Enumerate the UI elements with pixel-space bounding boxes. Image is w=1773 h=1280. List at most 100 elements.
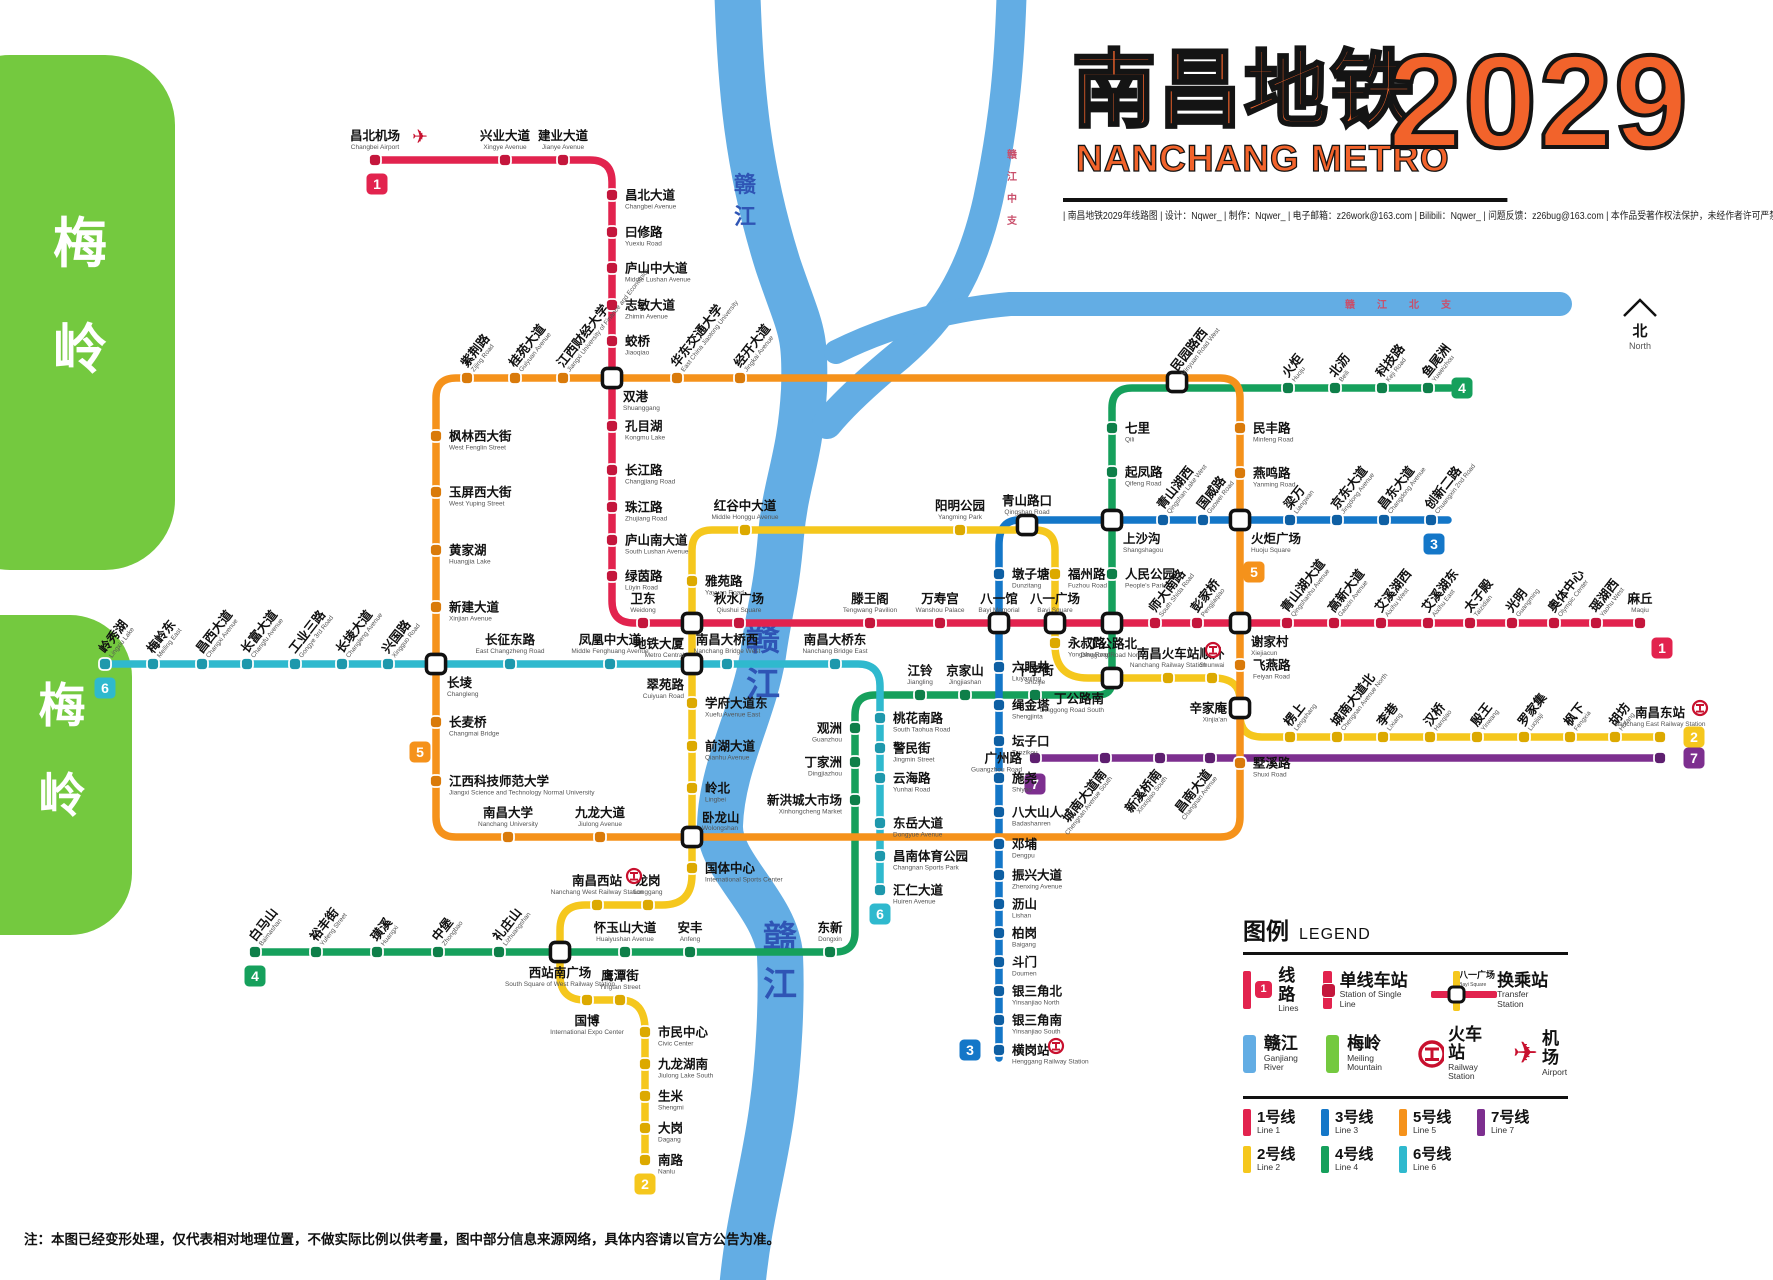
- svg-text:建业大道: 建业大道: [538, 128, 589, 143]
- station-marker: [992, 897, 1006, 911]
- svg-text:Huoju Square: Huoju Square: [1251, 547, 1291, 554]
- svg-text:绿茵路: 绿茵路: [625, 569, 663, 584]
- svg-text:North: North: [1629, 341, 1651, 351]
- transfer-station-marker: [1228, 508, 1252, 532]
- station-marker: [1205, 671, 1219, 685]
- station-marker: [1283, 730, 1297, 744]
- svg-text:South Square of West Railway S: South Square of West Railway Station: [505, 981, 615, 988]
- svg-text:南昌西站: 南昌西站: [572, 873, 623, 888]
- page-title-en: NANCHANG METRO: [1075, 138, 1450, 179]
- svg-text:南路: 南路: [658, 1153, 684, 1168]
- legend-item-railway: 火车站 Railway Station: [1416, 1025, 1499, 1082]
- svg-text:新建大道: 新建大道: [449, 600, 500, 615]
- svg-text:Yingtan Street: Yingtan Street: [600, 984, 641, 991]
- line-1-path: [371, 156, 1644, 627]
- legend-row-geo: 赣江 Ganjiang River 梅岭 Meiling Mountain 火车…: [1243, 1025, 1568, 1082]
- station-marker: [992, 926, 1006, 940]
- svg-text:黄家湖: 黄家湖: [449, 543, 487, 558]
- station-marker: [1423, 730, 1437, 744]
- svg-text:南昌火车站: 南昌火车站: [1137, 646, 1200, 661]
- svg-text:Jiangxi Science and Technology: Jiangxi Science and Technology Normal Un…: [449, 790, 595, 797]
- transfer-station-marker: [1100, 508, 1124, 532]
- svg-text:八大山人: 八大山人: [1011, 805, 1063, 820]
- svg-text:Yanming Road: Yanming Road: [1253, 482, 1296, 489]
- river-label: 支: [1440, 298, 1452, 311]
- river-label: 赣: [734, 172, 757, 197]
- river-label: 江: [1007, 170, 1017, 183]
- station-marker: [958, 688, 972, 702]
- station-marker: [873, 741, 887, 755]
- station-marker: [1589, 616, 1603, 630]
- station-marker: [1517, 730, 1531, 744]
- svg-text:Cuiyuan Road: Cuiyuan Road: [643, 693, 685, 700]
- svg-text:坛子口: 坛子口: [1012, 734, 1050, 749]
- station-marker: [503, 657, 517, 671]
- station-marker: [685, 574, 699, 588]
- station-marker: [1203, 751, 1217, 765]
- legend-item-lines: 1 线路 Lines: [1243, 966, 1309, 1014]
- svg-text:1: 1: [373, 176, 381, 192]
- station-marker: [429, 715, 443, 729]
- station-marker: [1377, 513, 1391, 527]
- station-marker: [1421, 616, 1435, 630]
- station-marker: [309, 945, 323, 959]
- legend-item-river: 赣江 Ganjiang River: [1243, 1034, 1312, 1073]
- metro-lines: [101, 156, 1664, 1164]
- svg-text:民丰路: 民丰路: [1253, 421, 1291, 436]
- station-marker: [429, 485, 443, 499]
- station-marker: [603, 657, 617, 671]
- svg-text:绳金塔: 绳金塔: [1012, 698, 1050, 713]
- station-marker: [823, 945, 837, 959]
- svg-text:Changbei Airport: Changbei Airport: [351, 144, 400, 151]
- river-label: 赣: [1345, 298, 1356, 311]
- svg-text:International Expo Center: International Expo Center: [550, 1029, 625, 1036]
- svg-text:丁公路南: 丁公路南: [1054, 691, 1105, 706]
- svg-text:桃花南路: 桃花南路: [893, 711, 944, 726]
- svg-text:地铁大厦: 地铁大厦: [634, 636, 685, 651]
- station-marker: [429, 774, 443, 788]
- station-marker: [1281, 381, 1295, 395]
- svg-text:Lishan: Lishan: [1012, 913, 1032, 920]
- svg-text:Jingmin Street: Jingmin Street: [893, 757, 935, 764]
- svg-text:Middle Lushan Avenue: Middle Lushan Avenue: [625, 277, 691, 284]
- station-sample-icon: [1321, 971, 1337, 1010]
- svg-text:施尧: 施尧: [1012, 771, 1038, 786]
- station-marker: [248, 945, 262, 959]
- svg-text:长江路: 长江路: [625, 463, 663, 478]
- station-marker: [1608, 730, 1622, 744]
- station-marker: [638, 1025, 652, 1039]
- legend-item-mountain: 梅岭 Meiling Mountain: [1326, 1034, 1402, 1073]
- station-marker: [1048, 567, 1062, 581]
- station-marker: [1148, 616, 1162, 630]
- svg-text:Xinjian Avenue: Xinjian Avenue: [449, 616, 492, 623]
